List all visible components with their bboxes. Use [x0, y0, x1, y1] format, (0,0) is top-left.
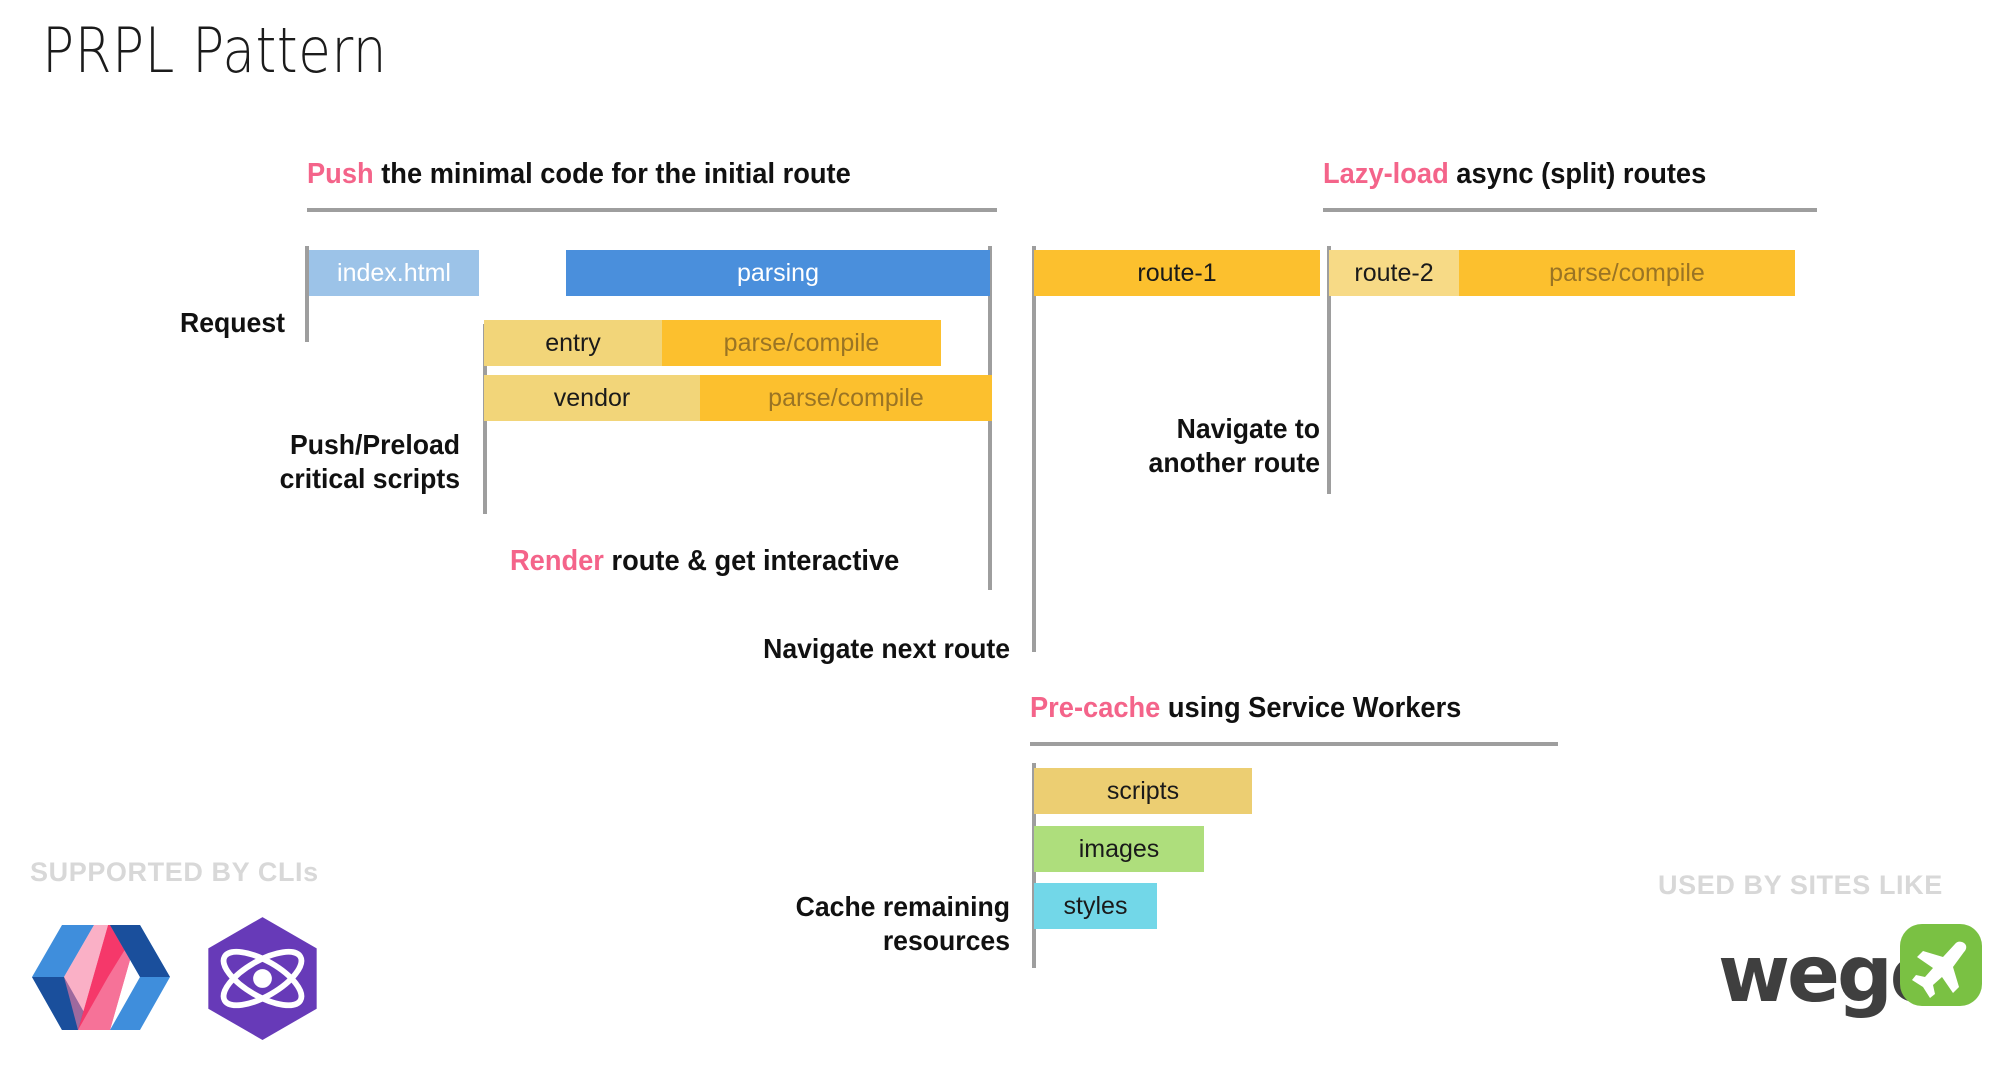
- bar-styles: styles: [1034, 883, 1157, 929]
- bar-segment-route-2: route-2: [1329, 250, 1459, 296]
- page-title: PRPL Pattern: [42, 14, 388, 87]
- preact-logo: [200, 915, 325, 1040]
- bar-segment-route-1: route-1: [1034, 250, 1320, 296]
- section-heading-lazy: Lazy-load async (split) routes: [1323, 158, 1706, 191]
- bar-index-html: index.html: [309, 250, 479, 296]
- wego-plane-icon: [1900, 924, 1982, 1006]
- polymer-logo: [32, 925, 172, 1030]
- preact-logo-icon: [208, 917, 317, 1040]
- section-heading-lazy-rest: async (split) routes: [1448, 158, 1707, 190]
- section-heading-precache: Pre-cache using Service Workers: [1030, 692, 1461, 725]
- bar-scripts: scripts: [1034, 768, 1252, 814]
- bar-route-1: route-1: [1034, 250, 1320, 296]
- timeline-tick-route-2: [1327, 246, 1331, 494]
- section-rule-precache: [1030, 742, 1558, 746]
- flow-label-request: Request: [180, 307, 285, 338]
- section-heading-render-rest: route & get interactive: [603, 545, 900, 577]
- bar-segment-index-html: index.html: [309, 250, 479, 296]
- flow-label-navigate-next: Navigate next route: [763, 633, 1010, 664]
- bar-segment-parsing: parsing: [566, 250, 990, 296]
- flow-label-push-preload: Push/Preload critical scripts: [279, 429, 460, 495]
- bar-parsing: parsing: [566, 250, 990, 296]
- timeline-tick-navigate-next: [1032, 246, 1036, 652]
- section-heading-lazy-accent: Lazy-load: [1323, 158, 1449, 190]
- bar-route-2: route-2 parse/compile: [1329, 250, 1795, 296]
- section-heading-push: Push the minimal code for the initial ro…: [307, 158, 851, 191]
- bar-segment-route-2-parse-compile: parse/compile: [1459, 250, 1795, 296]
- bar-segment-vendor: vendor: [484, 375, 700, 421]
- footer-caption-used-by-sites-like: USED BY SITES LIKE: [1658, 870, 1943, 900]
- section-rule-push: [307, 208, 997, 212]
- flow-label-navigate-another: Navigate to another route: [1148, 413, 1320, 479]
- bar-segment-styles: styles: [1034, 883, 1157, 929]
- bar-entry: entry parse/compile: [484, 320, 941, 366]
- section-rule-lazy: [1323, 208, 1817, 212]
- wego-logo: wego: [1718, 924, 1982, 1035]
- bar-segment-scripts: scripts: [1034, 768, 1252, 814]
- bar-vendor: vendor parse/compile: [484, 375, 992, 421]
- bar-segment-entry-parse-compile: parse/compile: [662, 320, 941, 366]
- footer-caption-supported-by-clis: SUPPORTED BY CLIs: [30, 857, 319, 887]
- bar-images: images: [1034, 826, 1204, 872]
- section-heading-push-accent: Push: [307, 158, 374, 190]
- bar-segment-images: images: [1034, 826, 1204, 872]
- timeline-tick-request: [305, 246, 309, 342]
- flow-label-cache-remaining: Cache remaining resources: [795, 891, 1010, 957]
- section-heading-push-rest: the minimal code for the initial route: [373, 158, 851, 190]
- polymer-logo-icon: [32, 925, 170, 1030]
- bar-segment-vendor-parse-compile: parse/compile: [700, 375, 992, 421]
- section-heading-precache-accent: Pre-cache: [1030, 692, 1161, 724]
- section-heading-render: Render route & get interactive: [510, 545, 899, 578]
- section-heading-render-accent: Render: [510, 545, 604, 577]
- section-heading-precache-rest: using Service Workers: [1160, 692, 1462, 724]
- bar-segment-entry: entry: [484, 320, 662, 366]
